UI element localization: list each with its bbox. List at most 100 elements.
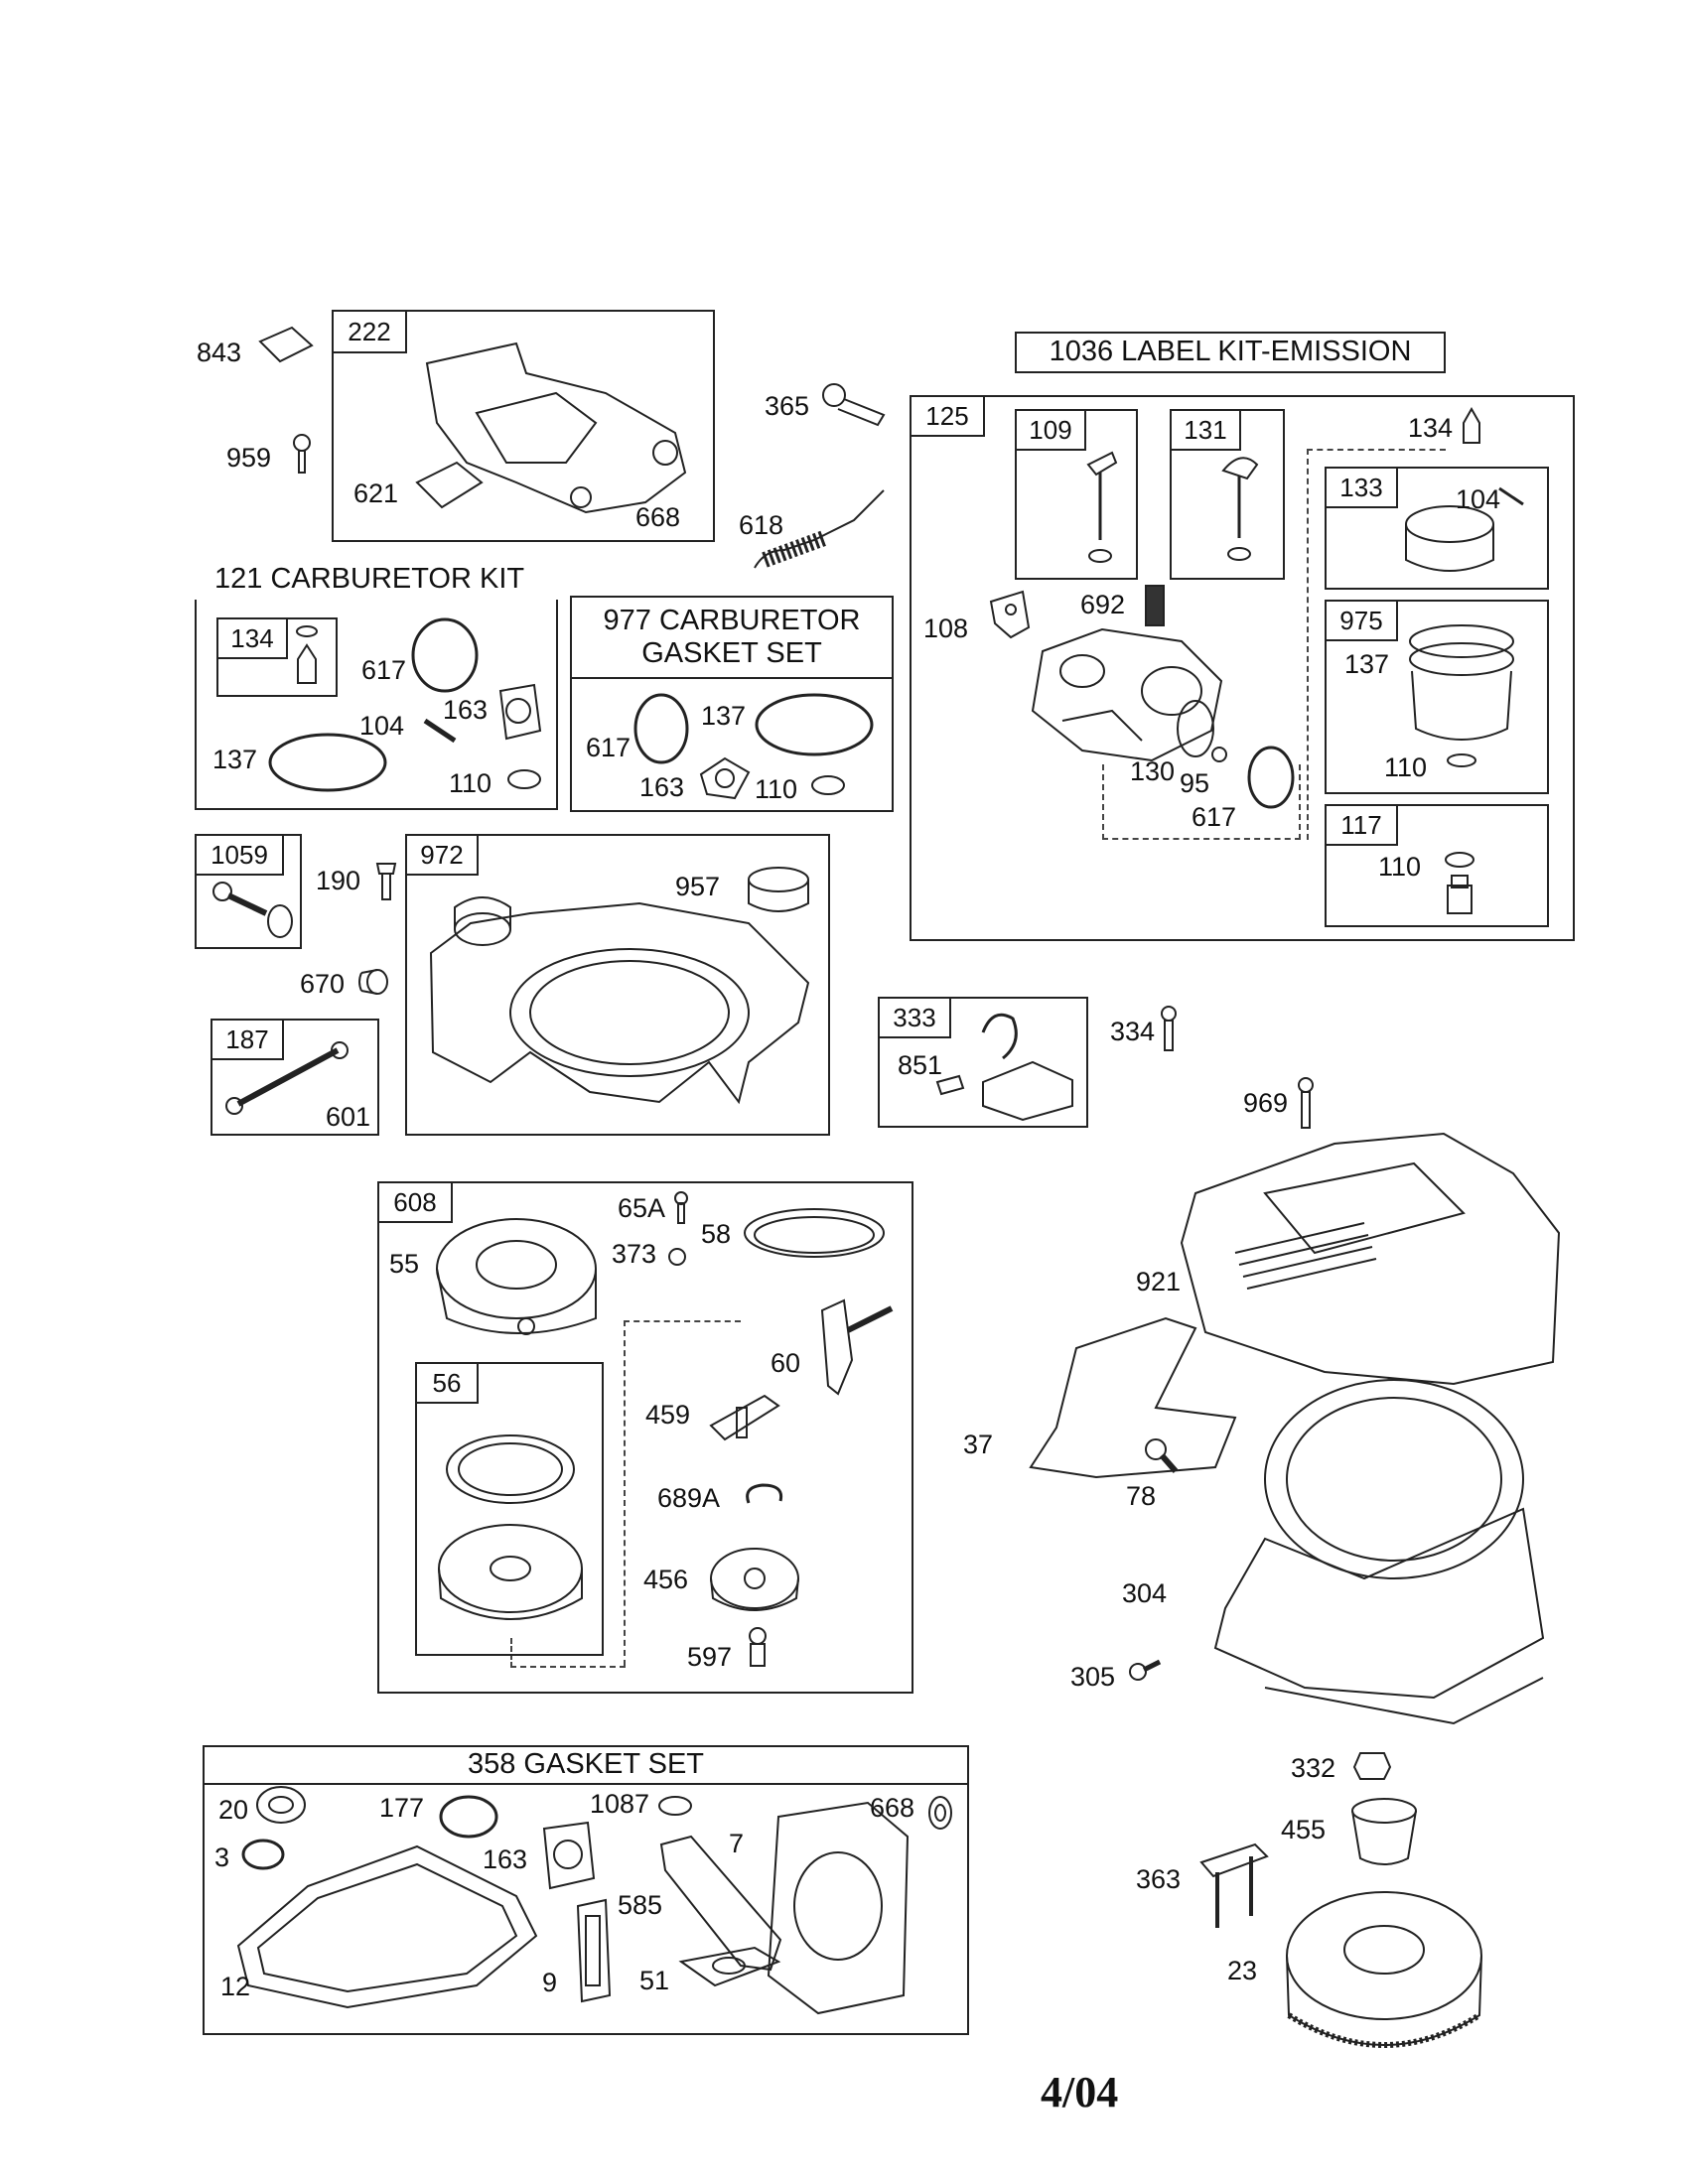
seal-668-icon <box>925 1793 955 1833</box>
pulley-456-icon <box>705 1539 804 1628</box>
rope-58-icon <box>741 1201 890 1271</box>
callout-137-kit: 137 <box>212 745 258 774</box>
callout-95: 95 <box>1180 768 1210 798</box>
screw-190-icon <box>373 856 399 903</box>
handle-60-icon <box>808 1291 898 1400</box>
bushing-670-icon <box>355 967 391 997</box>
kit-title-358: 358 GASKET SET <box>203 1745 969 1785</box>
callout-110-kit: 110 <box>449 768 492 798</box>
needle-134-icon <box>1460 407 1483 451</box>
callout-78: 78 <box>1126 1481 1157 1511</box>
callout-65A: 65A <box>618 1193 666 1223</box>
gasket-163-icon <box>491 681 546 745</box>
callout-365: 365 <box>765 391 810 421</box>
box-56 <box>415 1362 604 1656</box>
spring-618-icon <box>745 480 894 580</box>
callout-55: 55 <box>389 1249 420 1279</box>
box-117 <box>1325 804 1549 927</box>
callout-597: 597 <box>687 1642 733 1672</box>
callout-104-kit: 104 <box>359 711 405 741</box>
callout-108: 108 <box>923 614 969 643</box>
screw-959-icon <box>290 433 314 477</box>
callout-304: 304 <box>1122 1578 1168 1608</box>
kit-title-1036: 1036 LABEL KIT-EMISSION <box>1015 332 1446 373</box>
pin-104-icon <box>421 717 461 747</box>
callout-110-977: 110 <box>755 774 798 804</box>
blower-housing-304-illustration <box>1186 1360 1563 1727</box>
callout-618: 618 <box>739 510 784 540</box>
callout-843: 843 <box>197 338 242 367</box>
tag-972: 972 <box>405 834 479 876</box>
bolt-78-icon <box>1142 1435 1182 1479</box>
gasket-51-icon <box>675 1942 784 1991</box>
dashed-leader-56 <box>510 1638 626 1668</box>
box-222 <box>332 310 715 542</box>
screw-65A-icon <box>671 1191 691 1227</box>
box-608 <box>377 1181 913 1694</box>
air-guide-37-illustration <box>1017 1308 1245 1487</box>
oring-3-icon <box>238 1835 288 1874</box>
callout-601: 601 <box>326 1102 371 1132</box>
tag-133: 133 <box>1325 467 1398 508</box>
oring-617-icon <box>1241 743 1301 812</box>
callout-585: 585 <box>618 1890 663 1920</box>
ignition-coil-333-icon <box>923 1003 1082 1122</box>
dashed-leader-carb <box>1102 764 1301 840</box>
tag-131: 131 <box>1170 409 1241 451</box>
callout-137-977: 137 <box>701 701 747 731</box>
plate-108-icon <box>985 588 1035 643</box>
callout-12: 12 <box>220 1972 251 2001</box>
gasket-9-icon <box>572 1896 616 2005</box>
carburetor-body-illustration <box>1023 612 1231 770</box>
callout-851: 851 <box>898 1050 943 1080</box>
screw-1059-icon <box>209 878 298 941</box>
callout-689A: 689A <box>657 1483 721 1513</box>
callout-134: 134 <box>1408 413 1454 443</box>
kit-title-121: 121 CARBURETOR KIT <box>195 560 558 600</box>
tag-109: 109 <box>1015 409 1086 451</box>
gasket-585-icon <box>651 1831 790 1979</box>
callout-163-977: 163 <box>639 772 685 802</box>
fuel-cap-957-icon <box>739 864 818 923</box>
callout-373: 373 <box>612 1239 657 1269</box>
gasket-12-illustration <box>218 1827 546 2011</box>
callout-921: 921 <box>1136 1267 1182 1297</box>
spring-56-icon <box>433 1410 588 1638</box>
clip-689A-icon <box>739 1479 788 1513</box>
nut-373-icon <box>665 1245 689 1269</box>
callout-58: 58 <box>701 1219 732 1249</box>
box-187 <box>210 1019 379 1136</box>
washer-110-icon <box>504 764 544 794</box>
callout-455: 455 <box>1281 1815 1327 1844</box>
box-125 <box>910 395 1575 941</box>
bracket-363-icon <box>1195 1833 1275 1932</box>
screw-597-icon <box>743 1626 772 1672</box>
bowl-nut-117-icon <box>1434 846 1483 921</box>
tag-56: 56 <box>415 1362 479 1404</box>
callout-20: 20 <box>218 1795 249 1825</box>
jet-692-icon <box>1142 584 1168 627</box>
seal-20-icon <box>254 1783 308 1827</box>
blower-cover-921-illustration <box>1166 1124 1563 1392</box>
dog-459-icon <box>705 1386 784 1455</box>
screw-305-icon <box>1128 1656 1164 1686</box>
callout-37: 37 <box>963 1430 994 1459</box>
dashed-leader-459 <box>624 1320 741 1666</box>
carburetor-bracket-illustration <box>397 314 695 532</box>
callout-9: 9 <box>542 1968 558 1997</box>
callout-363: 363 <box>1136 1864 1182 1894</box>
callout-190: 190 <box>316 866 361 895</box>
callout-692: 692 <box>1080 590 1126 619</box>
callout-104: 104 <box>1456 484 1501 514</box>
choke-shaft-131-icon <box>1217 445 1267 574</box>
gasket-163d-icon <box>532 1817 602 1896</box>
head-gasket-7-illustration <box>759 1797 917 2019</box>
tag-1059: 1059 <box>195 834 284 876</box>
callout-3: 3 <box>214 1843 230 1872</box>
bolt-365-icon <box>820 381 890 431</box>
callout-621: 621 <box>353 478 399 508</box>
callout-137: 137 <box>1344 649 1390 679</box>
callout-334: 334 <box>1110 1017 1156 1046</box>
kit-title-977-line2: GASKET SET <box>641 637 822 669</box>
callout-670: 670 <box>300 969 346 999</box>
